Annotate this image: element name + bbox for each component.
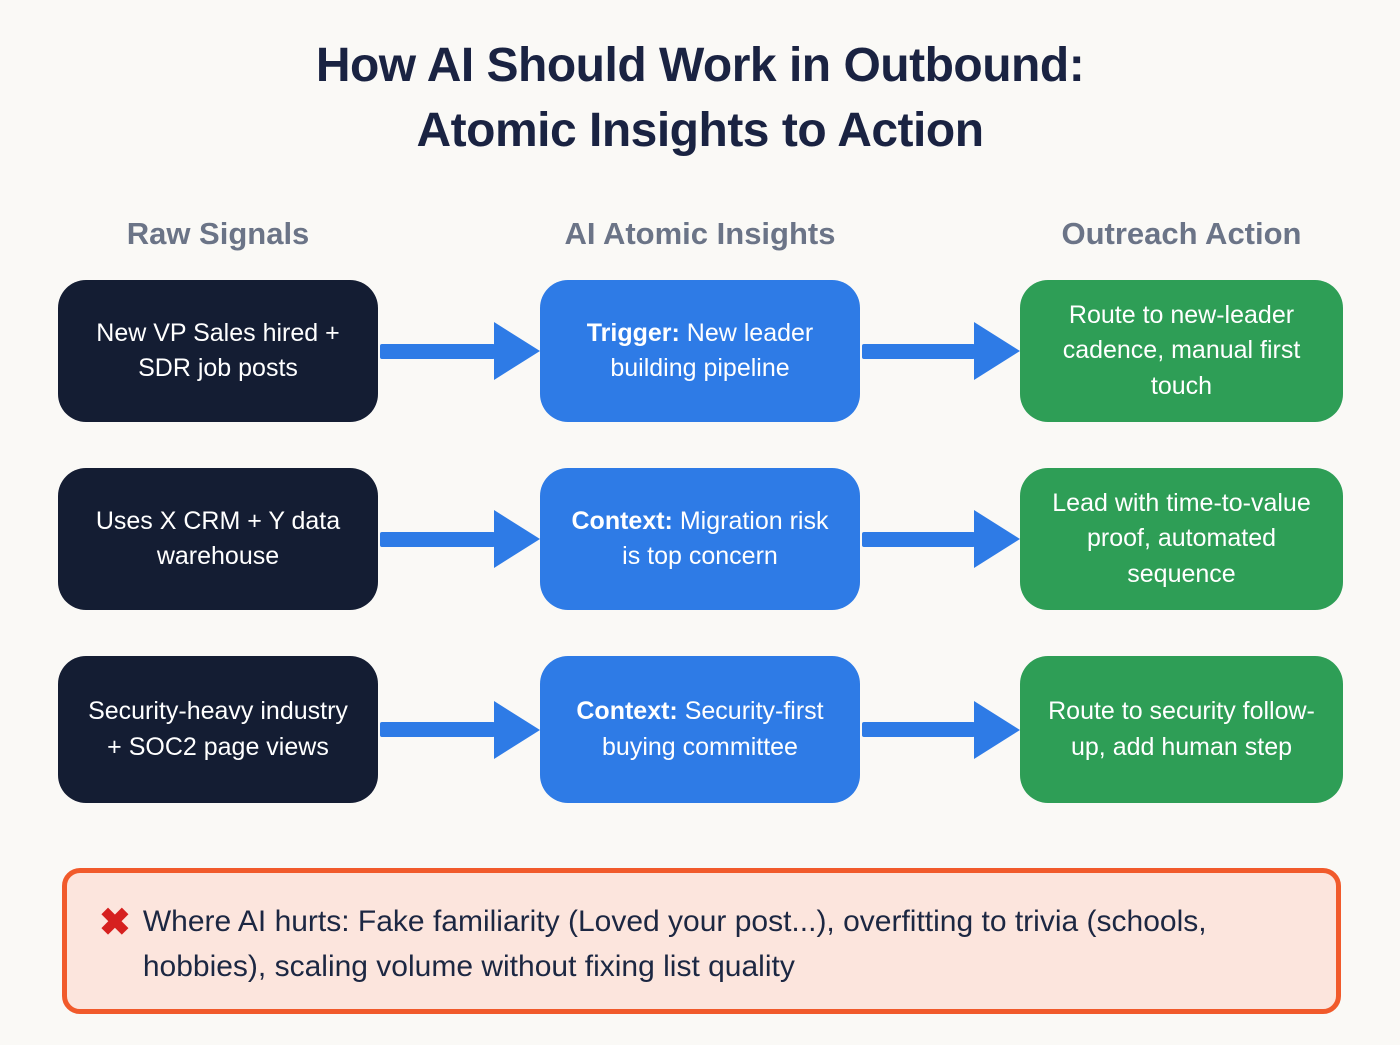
arrow-row3-left [378,656,540,803]
insight-label: Context: [576,697,678,725]
action-box-time-to-value: Lead with time-to-value proof, automated… [1020,468,1343,610]
action-box-new-leader-cadence: Route to new-leader cadence, manual firs… [1020,280,1343,422]
arrow-row2-left [378,468,540,610]
insight-box-migration-risk: Context: Migration risk is top concern [540,468,860,610]
arrow-head-icon [494,510,540,568]
page-title: How AI Should Work in Outbound: Atomic I… [0,34,1400,164]
arrow-row2-right [860,468,1020,610]
arrow-row1-left [378,280,540,422]
insight-text: Context: Migration risk is top concern [566,504,834,575]
arrow-shaft [380,531,495,547]
signal-box-security-heavy: Security-heavy industry + SOC2 page view… [58,656,378,803]
insight-body: New leader building pipeline [610,318,814,383]
insight-text: Trigger: New leader building pipeline [566,316,834,387]
arrow-head-icon [494,700,540,759]
arrow-shaft [380,722,495,737]
arrow-head-icon [974,700,1020,759]
column-header-raw-signals: Raw Signals [126,216,310,251]
insight-body: Security-first buying committee [602,697,824,761]
arrow-row1-right [860,280,1020,422]
warning-text: Where AI hurts: Fake familiarity (Loved … [142,905,1207,983]
warning-callout: ✖ Where AI hurts: Fake familiarity (Love… [62,868,1341,1014]
action-box-security-follow-up: Route to security follow-up, add human s… [1020,656,1343,803]
insight-text: Context: Security-first buying committee [566,694,834,765]
insight-label: Context: [571,506,673,535]
arrow-row3-right [860,656,1020,803]
insight-box-trigger-new-leader: Trigger: New leader building pipeline [540,280,860,422]
page-title-line-2: Atomic Insights to Action [416,103,984,157]
arrow-shaft [862,531,975,547]
insight-box-security-first: Context: Security-first buying committee [540,656,860,803]
arrow-head-icon [494,322,540,380]
arrow-shaft [380,343,495,359]
page-title-line-1: How AI Should Work in Outbound: [315,39,1085,92]
arrow-shaft [862,343,975,359]
flow-diagram: Raw Signals AI Atomic Insights Outreach … [58,208,1343,803]
arrow-head-icon [974,510,1020,568]
arrow-shaft [862,722,975,737]
insight-label: Trigger: [586,318,680,347]
signal-box-crm-warehouse: Uses X CRM + Y data warehouse [58,468,378,610]
column-header-outreach-action: Outreach Action [1061,216,1302,251]
error-x-icon: ✖ [99,902,131,944]
column-header-ai-atomic-insights: AI Atomic Insights [564,216,836,251]
arrow-head-icon [974,322,1020,380]
signal-box-new-vp-sales: New VP Sales hired + SDR job posts [58,280,378,422]
insight-body: Migration risk is top concern [622,506,829,571]
